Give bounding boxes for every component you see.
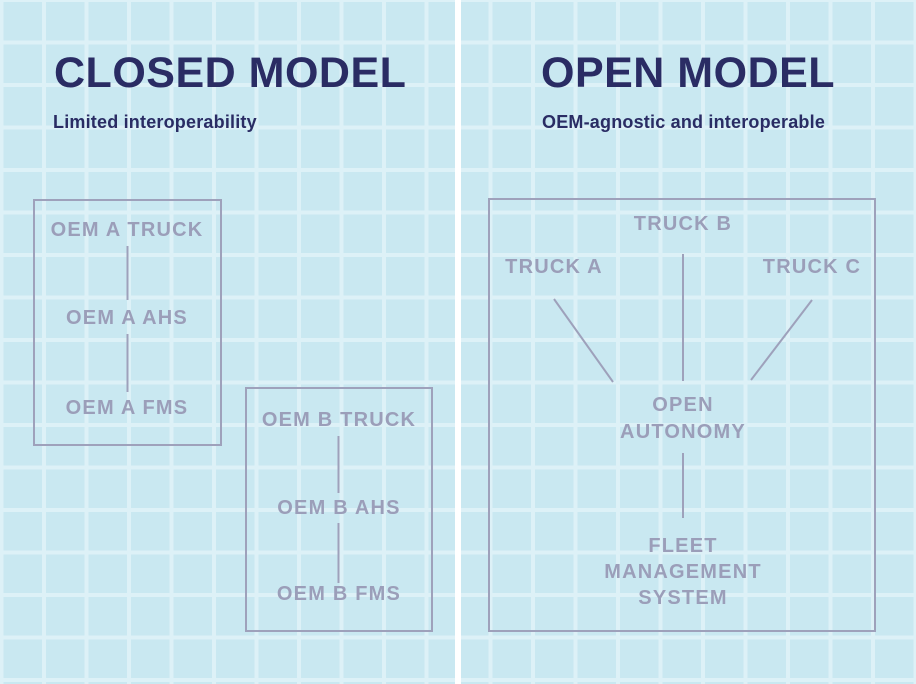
node-oem-b-truck: OEM B TRUCK — [261, 409, 417, 431]
oem-b-box — [245, 387, 433, 632]
node-oem-b-ahs: OEM B AHS — [277, 497, 401, 519]
node-oem-b-fms: OEM B FMS — [276, 583, 402, 605]
grid-background-right — [461, 0, 916, 684]
node-oem-a-fms: OEM A FMS — [65, 397, 189, 419]
node-oem-a-truck: OEM A TRUCK — [50, 219, 204, 241]
node-truck-a: TRUCK A — [505, 256, 603, 278]
node-oem-a-ahs: OEM A AHS — [66, 307, 188, 329]
grid-background-left — [0, 0, 455, 684]
node-truck-c: TRUCK C — [762, 256, 862, 278]
closed-model-title: CLOSED MODEL — [54, 49, 407, 97]
node-truck-b: TRUCK B — [633, 213, 733, 235]
open-model-box — [488, 198, 876, 632]
center-divider — [455, 0, 461, 684]
open-model-subtitle: OEM-agnostic and interoperable — [542, 112, 826, 132]
oem-a-box — [33, 199, 222, 446]
node-fleet-management-system: FLEET MANAGEMENT SYSTEM — [604, 535, 762, 609]
closed-model-subtitle: Limited interoperability — [53, 112, 257, 132]
node-open-autonomy: OPEN AUTONOMY — [620, 394, 746, 443]
open-model-title: OPEN MODEL — [541, 49, 836, 97]
